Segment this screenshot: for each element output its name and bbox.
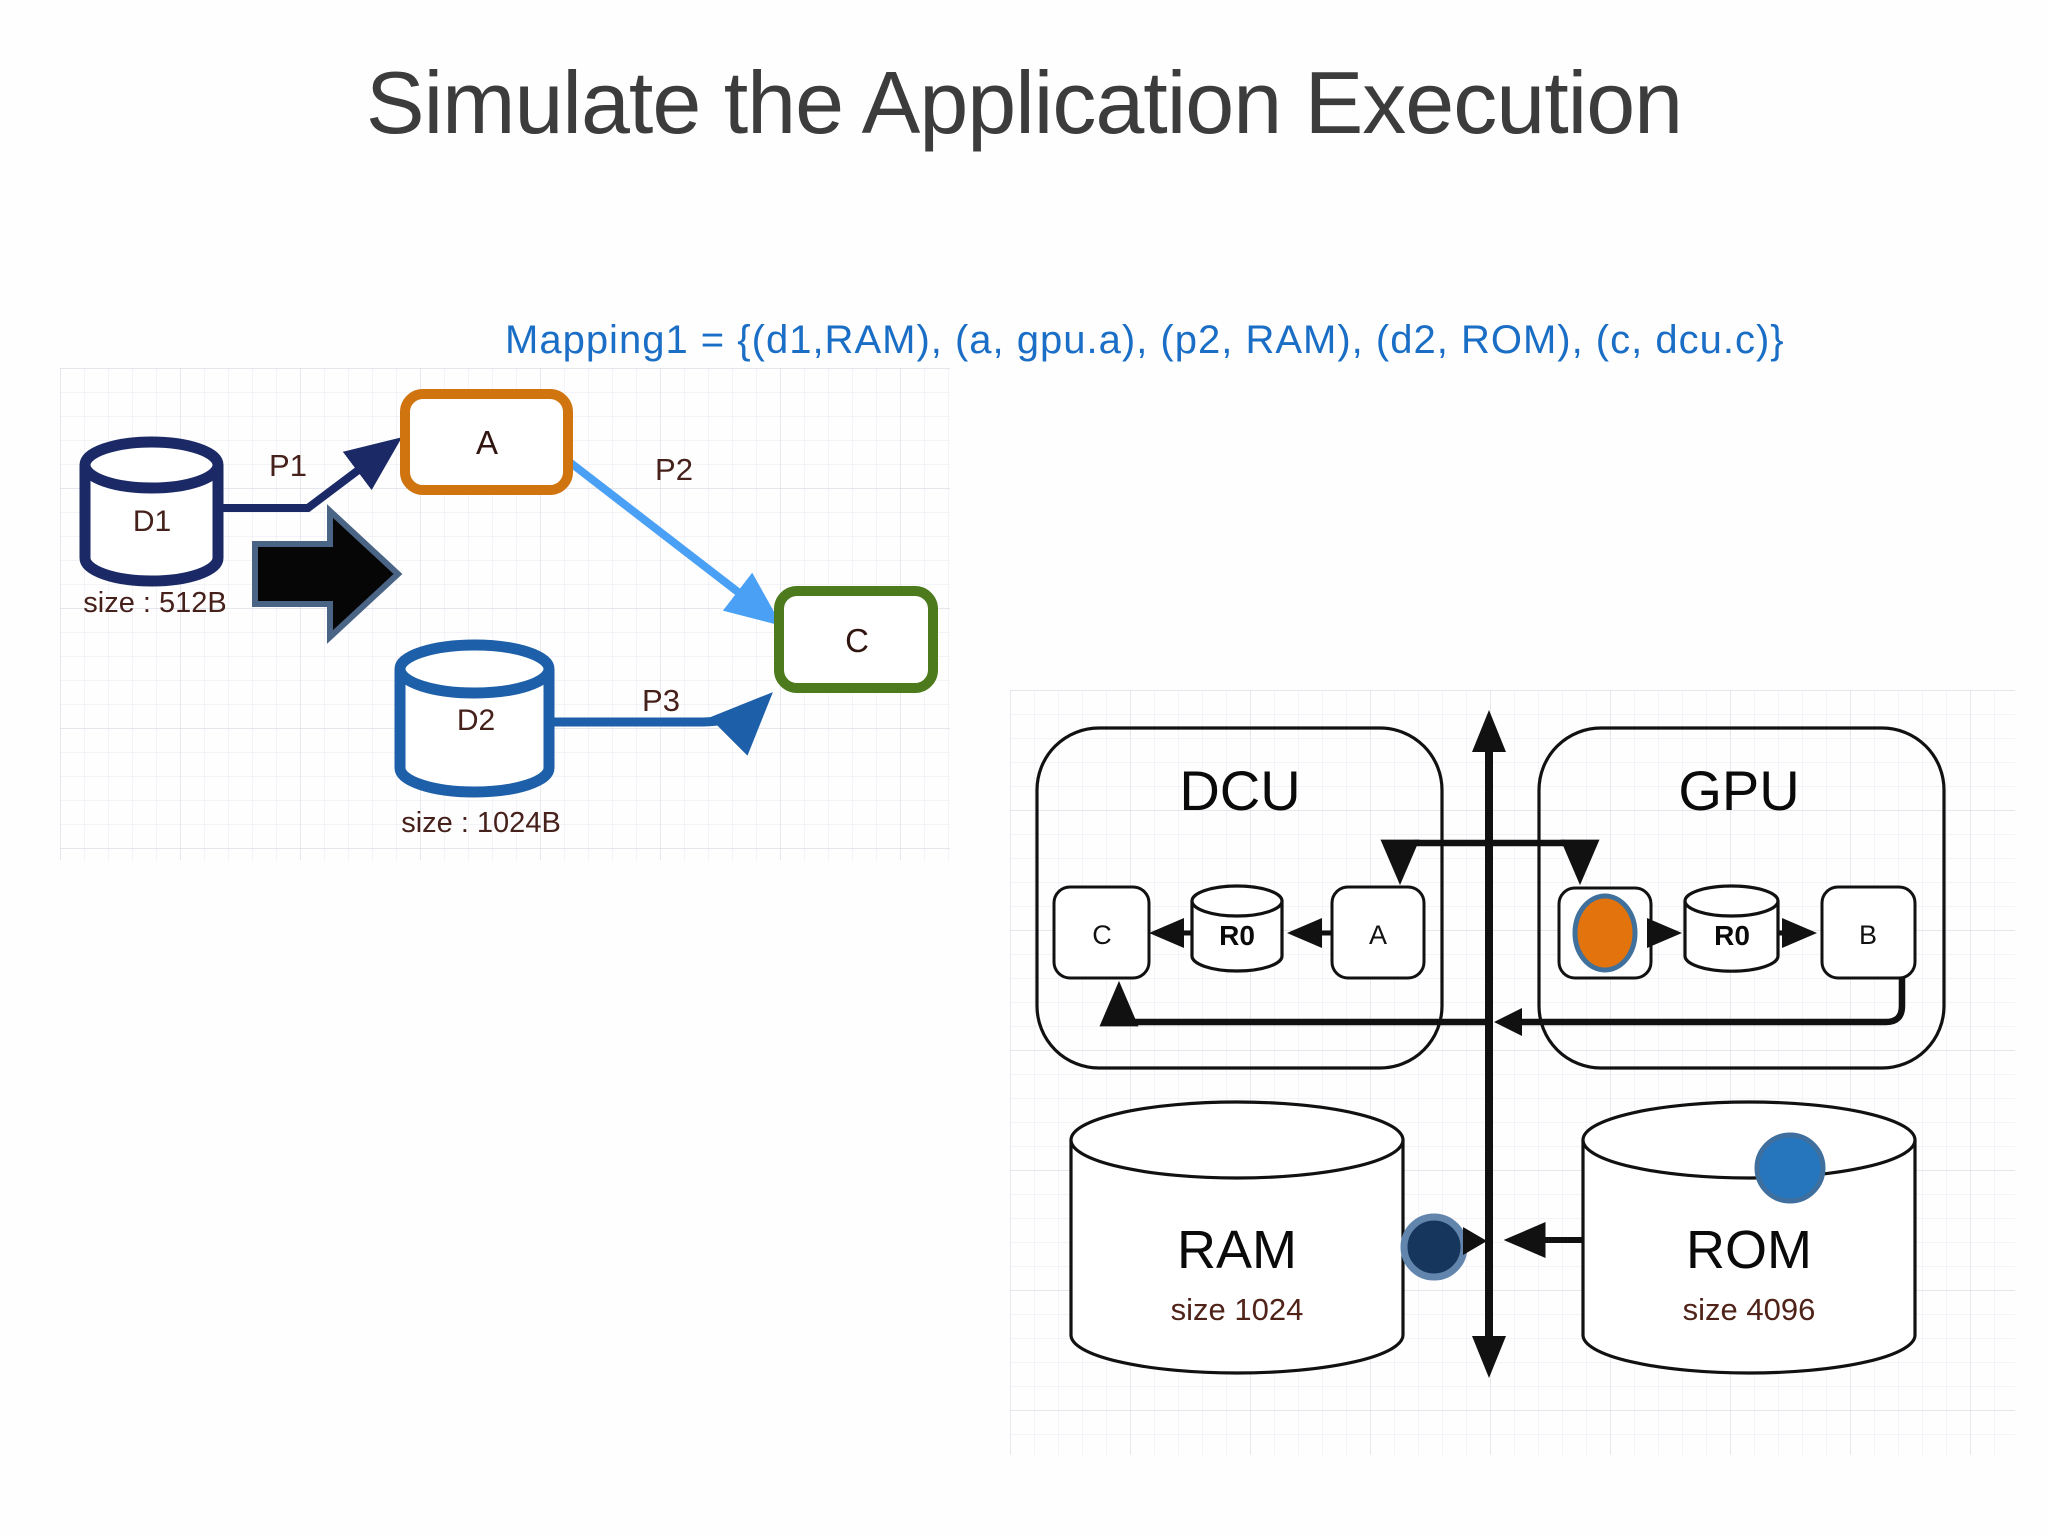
rom-label: ROM	[1686, 1220, 1812, 1280]
dcu-r0-label: R0	[1219, 920, 1255, 951]
edge-p2	[560, 453, 782, 626]
platform-panel: DCU C R0 A GPU	[1010, 690, 2015, 1455]
p1-label: P1	[269, 448, 307, 483]
data-node-d2: D2	[394, 639, 555, 798]
bus-to-gpu-a-arrow	[1489, 839, 1600, 886]
task-c-label: C	[845, 622, 869, 659]
bus-down-arrowhead	[1472, 1336, 1506, 1378]
bus-to-dcu-a-arrow	[1380, 839, 1489, 886]
application-graph: D1 size : 512B A C D2 size : 1024B	[60, 368, 950, 860]
ram-size-label: size 1024	[1171, 1292, 1304, 1327]
ram-to-bus-arrowhead	[1463, 1227, 1487, 1255]
gpu-slot-b-box	[1820, 885, 1917, 980]
gpu-title: GPU	[1678, 759, 1799, 822]
mapping-formula: Mapping1 = {(d1,RAM), (a, gpu.a), (p2, R…	[505, 318, 1785, 362]
ram-data-token	[1400, 1213, 1468, 1281]
task-node-c: C	[774, 586, 938, 693]
platform-diagram: DCU C R0 A GPU	[1010, 690, 2015, 1455]
application-graph-panel: D1 size : 512B A C D2 size : 1024B	[60, 368, 950, 860]
block-arrow-icon	[252, 504, 403, 644]
ram-label: RAM	[1177, 1220, 1297, 1280]
gpu-r0-label: R0	[1714, 920, 1750, 951]
task-node-a: A	[400, 389, 573, 495]
edge-p3	[549, 692, 773, 756]
gpu-task-a-token	[1572, 893, 1638, 973]
gpu-register-r0: R0	[1683, 884, 1780, 973]
ram-memory: RAM size 1024	[1069, 1100, 1405, 1375]
d2-size-label: size : 1024B	[401, 807, 561, 839]
dcu-title: DCU	[1179, 759, 1300, 822]
to-bus-left-arrowhead	[1494, 1008, 1522, 1036]
dcu-register-r0: R0	[1190, 884, 1284, 973]
d1-label: D1	[133, 505, 171, 538]
gpu-processor: GPU R0 B	[1537, 726, 1946, 1070]
d2-label: D2	[457, 704, 495, 737]
rom-data-token	[1754, 1132, 1826, 1204]
p3-label: P3	[642, 683, 680, 718]
data-node-d1: D1	[79, 436, 224, 587]
d1-size-label: size : 512B	[83, 587, 226, 619]
dcu-slot-c-label: C	[1092, 920, 1112, 950]
gpu-slot-b-label: B	[1859, 920, 1877, 950]
dcu-slot-a-label: A	[1369, 920, 1387, 950]
system-bus	[1472, 710, 1506, 1378]
dcu-processor: DCU C R0 A	[1035, 726, 1444, 1070]
rom-memory: ROM size 4096	[1581, 1100, 1917, 1375]
edge-p1	[218, 437, 402, 512]
rom-size-label: size 4096	[1683, 1292, 1816, 1327]
task-a-label: A	[476, 424, 498, 461]
bus-up-arrowhead	[1472, 710, 1506, 752]
slide-title: Simulate the Application Execution	[365, 53, 1683, 152]
bus-to-dcu-c-arrow	[1099, 980, 1489, 1027]
p2-label: P2	[655, 452, 693, 487]
gpu-b-to-bus-line	[1502, 978, 1906, 1026]
